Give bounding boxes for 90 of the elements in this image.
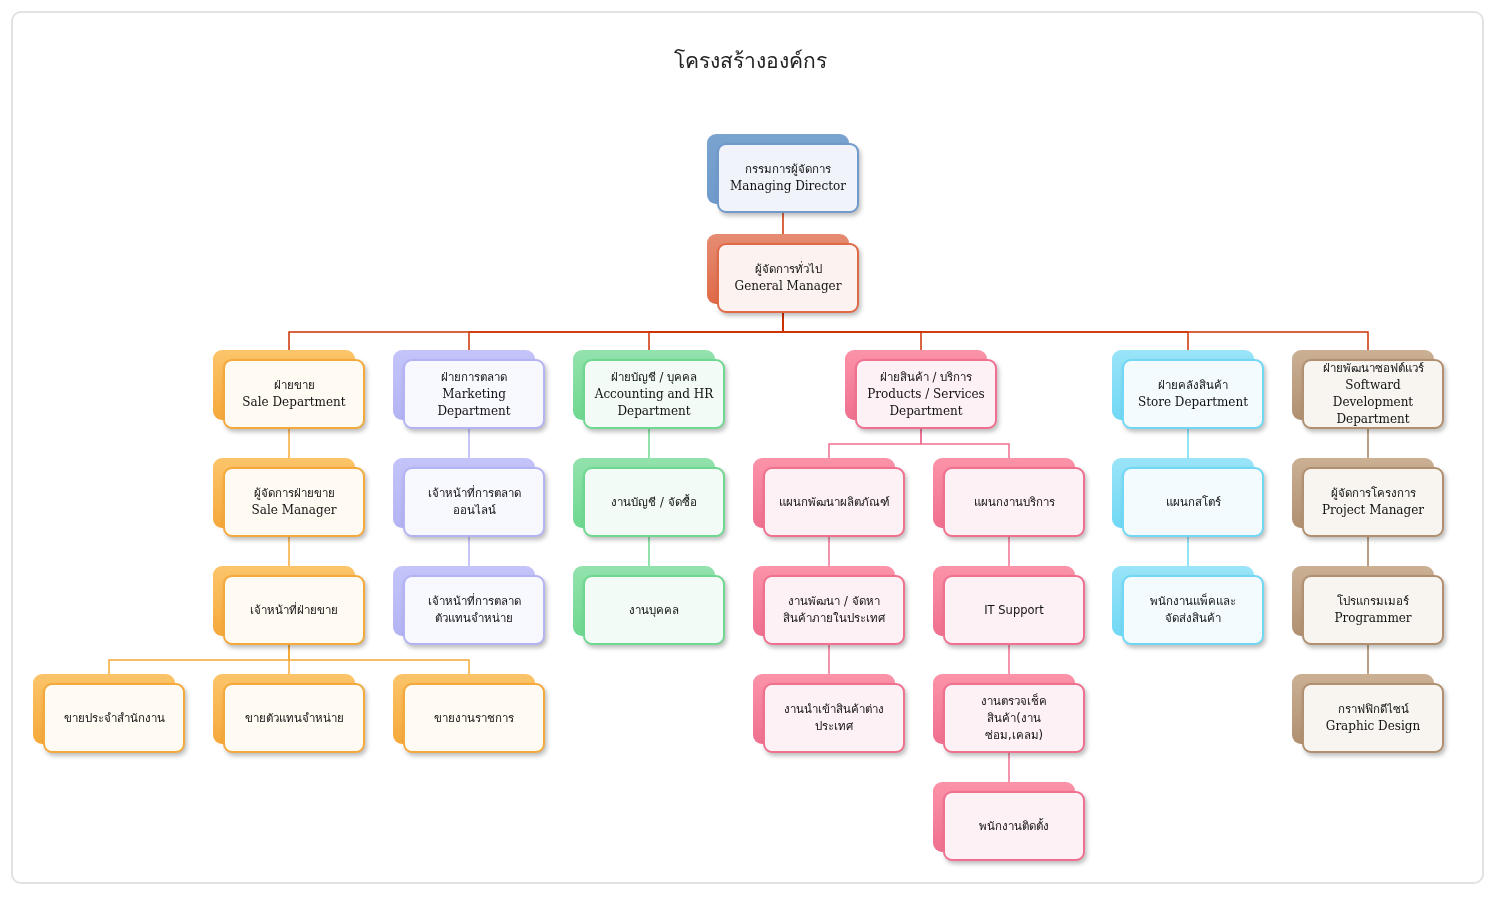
position-title-english: Softward Development Department	[1331, 377, 1415, 428]
position-title: พนักงานแพ็คและจัดส่งสินค้า	[1149, 593, 1237, 627]
position-title: งานนำเข้าสินค้าต่างประเทศ	[784, 701, 884, 735]
org-chart-box	[933, 674, 1085, 753]
position-title: งานบัญชี / จัดซื้อ	[611, 493, 697, 511]
position-title: กราฟฟิกดีไซน์	[1337, 701, 1409, 718]
position-title: พนักงานติดตั้ง	[979, 817, 1049, 835]
position-title-english: Sale Manager	[251, 502, 337, 519]
org-chart-box	[213, 566, 365, 645]
org-chart-box	[1292, 458, 1444, 537]
position-title-english: Project Manager	[1321, 502, 1425, 519]
position-title: เจ้าหน้าที่การตลาดตัวแทนจำหน่าย	[426, 593, 522, 627]
connector-line	[1187, 428, 1189, 459]
position-title: เจ้าหน้าที่ฝ่ายขาย	[250, 601, 338, 619]
position-title: ขายตัวแทนจำหน่าย	[244, 709, 344, 727]
org-chart-box	[845, 350, 997, 429]
connector-line	[920, 428, 1010, 459]
position-title-english: Store Department	[1137, 394, 1249, 411]
org-chart-box	[393, 674, 545, 753]
org-chart-box	[1292, 674, 1444, 753]
org-chart-box	[707, 134, 859, 213]
position-title: งานบุคคล	[629, 601, 679, 619]
connector-line	[648, 428, 650, 459]
org-chart-box	[753, 458, 905, 537]
position-title: ฝ่ายพัฒนาซอฟต์แวร์	[1322, 360, 1424, 377]
connector-line	[288, 536, 290, 567]
org-chart-box	[753, 566, 905, 645]
position-title: ผู้จัดการทั่วไป	[754, 261, 822, 278]
connector-line	[828, 644, 830, 675]
position-title: งานพัฒนา / จัดหาสินค้าภายในประเทศ	[782, 593, 886, 627]
connector-line	[1367, 536, 1369, 567]
position-title: เจ้าหน้าที่การตลาดออนไลน์	[426, 485, 522, 519]
position-title: แผนกสโตร์	[1165, 493, 1221, 511]
position-title: ฝ่ายการตลาด	[441, 368, 507, 386]
position-title: แผนกงานบริการ	[973, 493, 1055, 511]
position-title-english: Accounting and HR Department	[593, 385, 715, 420]
position-title: ฝ่ายคลังสินค้า	[1158, 377, 1228, 394]
org-chart-box	[753, 674, 905, 753]
position-title-english: Managing Director	[730, 178, 846, 195]
position-title: โปรแกรมเมอร์	[1337, 593, 1409, 610]
org-chart-box	[573, 566, 725, 645]
org-chart-box	[933, 782, 1085, 861]
org-chart-box	[933, 566, 1085, 645]
connector-line	[1367, 428, 1369, 459]
org-chart-box	[1292, 566, 1444, 645]
connector-line	[828, 536, 830, 567]
org-chart-box	[33, 674, 185, 753]
org-chart-box	[393, 566, 545, 645]
position-title: งานตรวจเช็คสินค้า(งานซ่อม,เคลม)	[980, 692, 1048, 744]
org-chart-box	[573, 458, 725, 537]
org-chart-box	[1112, 458, 1264, 537]
org-chart-box	[1112, 350, 1264, 429]
position-title-english: Marketing Department	[436, 385, 512, 420]
position-title: ฝ่ายสินค้า / บริการ	[879, 368, 973, 386]
connector-line	[1008, 536, 1010, 567]
position-title: ฝ่ายบัญชี / บุคคล	[610, 368, 698, 386]
connector-line	[1008, 752, 1010, 783]
connector-line	[1187, 536, 1189, 567]
position-title-english: Graphic Design	[1325, 718, 1421, 735]
org-chart-box	[1292, 350, 1444, 429]
position-title: ฝ่ายขาย	[273, 377, 315, 394]
connector-line	[782, 212, 784, 235]
connector-line	[288, 644, 470, 675]
position-title: ขายประจำสำนักงาน	[63, 709, 165, 727]
position-title: IT Support	[984, 601, 1044, 619]
position-title-english: General Manager	[734, 278, 842, 295]
position-title-english: Programmer	[1334, 610, 1412, 627]
position-title: กรรมการผู้จัดการ	[745, 161, 831, 178]
position-title-english: Sale Department	[242, 394, 346, 411]
connector-line	[468, 536, 470, 567]
position-title: แผนกพัฒนาผลิตภัณฑ์	[778, 493, 890, 511]
connector-line	[468, 428, 470, 459]
org-chart-box	[933, 458, 1085, 537]
position-title-english: Products / Services Department	[866, 385, 986, 420]
org-chart-box	[213, 674, 365, 753]
org-chart-box	[707, 234, 859, 313]
org-chart-box	[1112, 566, 1264, 645]
org-chart-box	[213, 458, 365, 537]
connector-line	[288, 428, 290, 459]
position-title: ผู้จัดการฝ่ายขาย	[253, 485, 335, 502]
org-chart-box	[573, 350, 725, 429]
org-chart-box	[393, 350, 545, 429]
org-chart-box	[393, 458, 545, 537]
chart-title: โครงสร้างองค์กร	[672, 48, 828, 75]
position-title: ผู้จัดการโครงการ	[1330, 485, 1416, 502]
connector-line	[648, 536, 650, 567]
position-title: ขายงานราชการ	[434, 709, 514, 727]
connector-line	[1367, 644, 1369, 675]
connector-line	[1008, 644, 1010, 675]
org-chart-box	[213, 350, 365, 429]
